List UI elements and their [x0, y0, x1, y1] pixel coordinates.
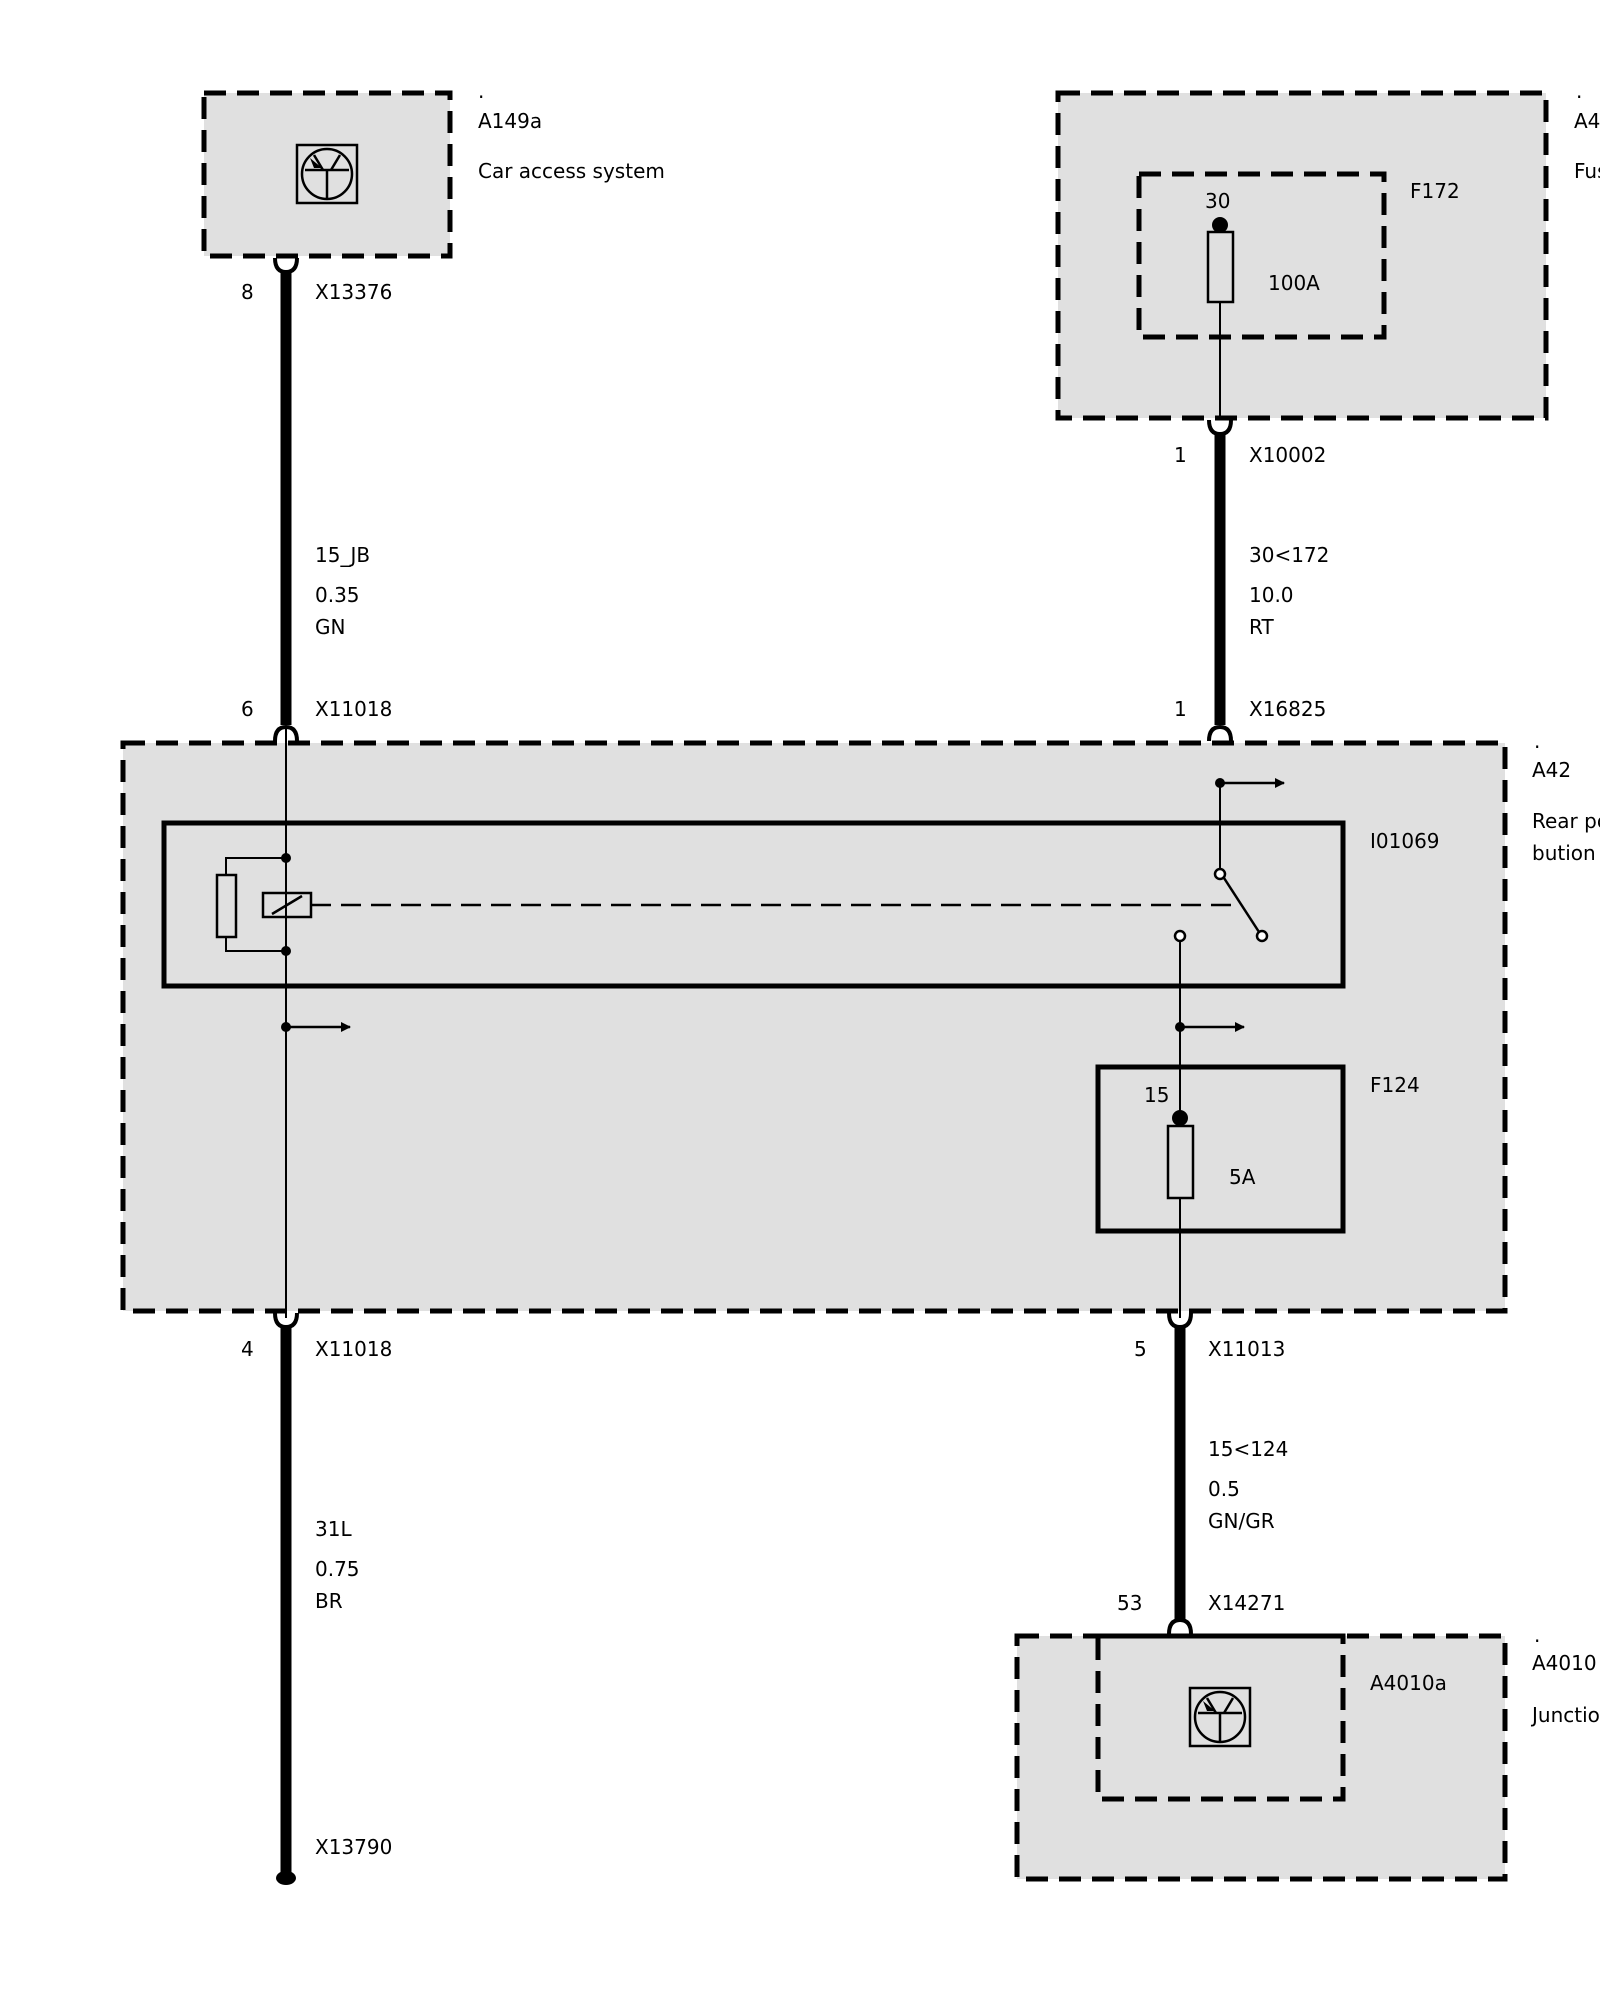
- x10002-pin: 1: [1174, 443, 1187, 467]
- f124-rating: 5A: [1229, 1165, 1256, 1189]
- connector-x11018-top-symbol: [273, 724, 299, 742]
- transistor-icon: [295, 143, 359, 205]
- branch-arrow-icon: [1175, 1022, 1245, 1032]
- a4-id: A4: [1574, 109, 1600, 133]
- wire-15jb: [273, 257, 299, 742]
- a149a-name: Car access system: [478, 159, 665, 183]
- relay-id: I01069: [1370, 829, 1440, 853]
- x14271-pin: 53: [1117, 1591, 1142, 1615]
- a4010-name: Junction: [1530, 1703, 1600, 1727]
- wire-31l-size: 0.75: [315, 1557, 360, 1581]
- wire-31l-signal: 31L: [315, 1517, 352, 1541]
- connector-x11018-bottom-symbol: [273, 1312, 299, 1330]
- x11018-top-id: X11018: [315, 697, 392, 721]
- transistor-icon: [1188, 1686, 1252, 1748]
- a42-name-line2: bution l: [1532, 841, 1600, 865]
- f124-housing: [1095, 1064, 1346, 1234]
- a4010a-housing: [1095, 1633, 1346, 1802]
- wire-15-size: 0.5: [1208, 1477, 1240, 1501]
- wire-15jb-signal: 15_JB: [315, 543, 370, 567]
- wire-15jb-size: 0.35: [315, 583, 360, 607]
- component-a149a: . A149a Car access system: [201, 79, 665, 259]
- wire-30-signal: 30<172: [1249, 543, 1329, 567]
- wire-15jb-color: GN: [315, 615, 345, 639]
- a149a-id: A149a: [478, 109, 542, 133]
- connector-x10002-symbol: [1207, 419, 1233, 437]
- wire-15-signal: 15<124: [1208, 1437, 1288, 1461]
- wire-30-color: RT: [1249, 615, 1274, 639]
- x11018-bottom-id: X11018: [315, 1337, 392, 1361]
- a4-name: Fus: [1574, 159, 1600, 183]
- a4010-marker: .: [1534, 1623, 1540, 1647]
- connector-x13790-symbol: [276, 1871, 296, 1885]
- x11013-id: X11013: [1208, 1337, 1285, 1361]
- wire-30-size: 10.0: [1249, 583, 1294, 607]
- branch-arrow-icon: [281, 1022, 351, 1032]
- wire-15-124: [1167, 1312, 1193, 1635]
- x13376-pin: 8: [241, 280, 254, 304]
- connector-x16825-symbol: [1207, 724, 1233, 742]
- x13376-id: X13376: [315, 280, 392, 304]
- x11018-top-pin: 6: [241, 697, 254, 721]
- branch-arrow-icon: [1215, 778, 1285, 788]
- wire-31l: [273, 1312, 299, 1885]
- f172-terminal: 30: [1205, 189, 1230, 213]
- a42-housing: [120, 740, 1508, 1314]
- x16825-id: X16825: [1249, 697, 1326, 721]
- fuse-f124-icon: [1166, 1110, 1195, 1200]
- component-a4: . A4 Fus F172 30 100A: [1055, 79, 1600, 421]
- f124-terminal: 15: [1144, 1083, 1169, 1107]
- a4010a-id: A4010a: [1370, 1671, 1447, 1695]
- f124-id: F124: [1370, 1073, 1420, 1097]
- x13790-id: X13790: [315, 1835, 392, 1859]
- x16825-pin: 1: [1174, 697, 1187, 721]
- connector-x11013-symbol: [1167, 1312, 1193, 1330]
- relay-i01069-housing: [161, 820, 1346, 989]
- x10002-id: X10002: [1249, 443, 1326, 467]
- wire-31l-color: BR: [315, 1589, 343, 1613]
- connector-x13376-symbol: [273, 257, 299, 275]
- x14271-id: X14271: [1208, 1591, 1285, 1615]
- f172-rating: 100A: [1268, 271, 1320, 295]
- a42-marker: .: [1534, 729, 1540, 753]
- x11018-bottom-pin: 4: [241, 1337, 254, 1361]
- wire-15-color: GN/GR: [1208, 1509, 1275, 1533]
- connector-x14271-symbol: [1167, 1617, 1193, 1635]
- fuse-f172-icon: [1206, 217, 1235, 420]
- a4-marker: .: [1576, 79, 1582, 103]
- wire-30-172: [1207, 419, 1233, 742]
- a4010-id: A4010: [1532, 1651, 1597, 1675]
- f172-housing: [1136, 171, 1387, 340]
- a42-id: A42: [1532, 758, 1571, 782]
- component-a4010: . A4010 Junction A4010a: [1014, 1623, 1600, 1882]
- component-a42: . A42 Rear po bution l I01069 F124 15 5: [120, 728, 1600, 1318]
- a4-housing: [1055, 90, 1549, 421]
- a42-name-line1: Rear po: [1532, 809, 1600, 833]
- a149a-marker: .: [478, 79, 484, 103]
- f172-id: F172: [1410, 179, 1460, 203]
- x11013-pin: 5: [1134, 1337, 1147, 1361]
